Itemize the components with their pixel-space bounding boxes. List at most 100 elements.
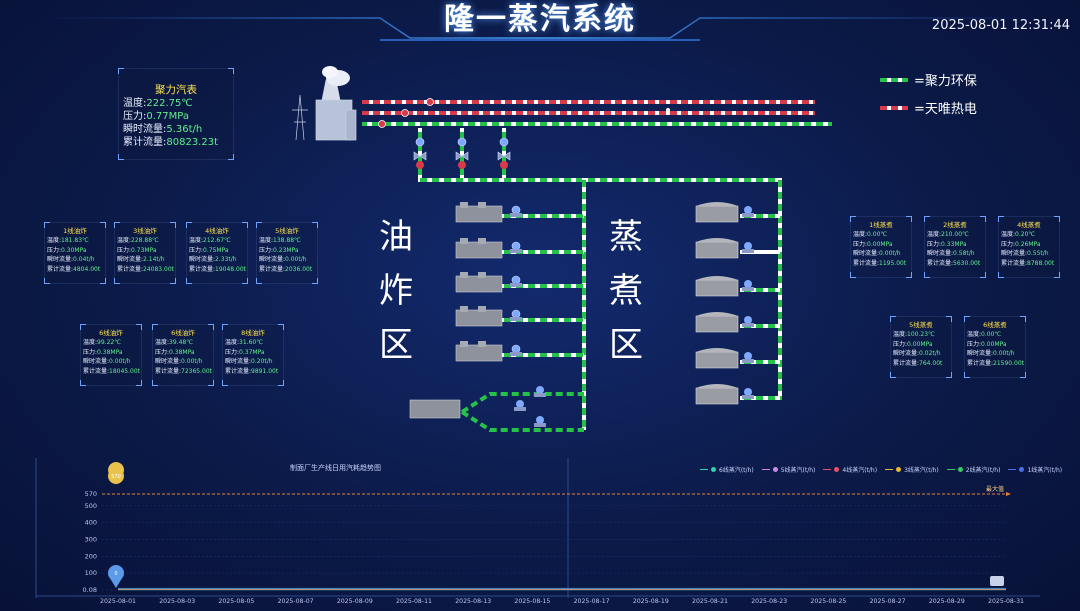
x-tick-label: 2025-08-23 (751, 598, 787, 605)
meter-flow-value: 0.00t/h (879, 250, 901, 257)
legend-dot-icon (772, 467, 778, 472)
steamer-machine-icon (695, 238, 739, 259)
meter-title: 1线蒸煮 (869, 221, 893, 229)
meter-temp-value: 210.00℃ (941, 231, 969, 238)
meter-flow-value: 0.20t/h (251, 358, 273, 365)
y-tick-label: 400 (85, 519, 97, 527)
x-tick-label: 2025-08-13 (455, 598, 491, 605)
temp-label: 温度: (927, 231, 942, 238)
juli-pipes (362, 122, 832, 430)
meter-flow-value: 2.33t/h (215, 256, 237, 263)
pressure-label: 压力: (47, 246, 62, 254)
temp-label: 温度: (117, 237, 132, 244)
meter-total-value: 9891.00t (251, 367, 279, 375)
legend-series-label: 2线蒸汽(t/h) (965, 467, 1001, 474)
x-tick-label: 2025-08-07 (278, 598, 314, 605)
temp-label: 温度: (893, 331, 908, 338)
temp-label: 温度: (225, 339, 240, 346)
pressure-label: 压力: (117, 246, 132, 254)
y-tick-label: 570 (85, 490, 97, 498)
meter-title: 1线油炸 (63, 227, 87, 235)
steamer-machine-icon (695, 312, 739, 333)
legend-series-label: 1线蒸汽(t/h) (1027, 467, 1063, 474)
meter-pressure-value: 0.00MPa (867, 240, 893, 248)
meter-temp-value: 181.83℃ (61, 237, 89, 244)
temp-label: 温度: (259, 237, 274, 244)
meter-pressure-value: 0.00MPa (981, 340, 1007, 348)
meter-pressure-value: 0.30MPa (61, 246, 87, 254)
chart-legend-item[interactable]: 4线蒸汽(t/h) (823, 465, 877, 474)
meter-temp-value: 0.00℃ (981, 331, 1002, 338)
main-flow-value: 5.36t/h (166, 124, 203, 135)
total-label: 累计流量: (967, 359, 994, 367)
y-tick-label: 500 (85, 502, 97, 510)
pressure-label: 压力: (259, 246, 274, 254)
legend-series-label: 5线蒸汽(t/h) (780, 467, 816, 474)
legend-series-label: 4线蒸汽(t/h) (842, 467, 878, 474)
meter-flow-value: 0.58t/h (953, 250, 975, 257)
legend-series-label: 3线蒸汽(t/h) (904, 467, 939, 474)
tianwei-pipes (362, 100, 815, 115)
legend-label-juli: =聚力环保 (914, 74, 977, 89)
main-meter-panel[interactable]: 聚力汽表 温度:222.75℃ 压力:0.77MPa 瞬时流量:5.36t/h … (118, 68, 234, 160)
meter-total-value: 1195.00t (879, 259, 907, 267)
legend-swatch-red (880, 105, 908, 110)
fryer-machine-icon (455, 202, 503, 223)
legend-dot-icon (834, 467, 840, 472)
meter-title: 2线蒸煮 (943, 221, 967, 229)
flow-meter-icon (510, 275, 522, 287)
temp-label: 温度: (83, 339, 98, 346)
pressure-label: 压力: (155, 348, 170, 356)
meter-pressure-value: 0.73MPa (131, 246, 157, 254)
x-tick-label: 2025-08-01 (100, 598, 136, 605)
legend-tianwei: =天唯热电 (880, 98, 977, 117)
flow-meter-icon (510, 205, 522, 217)
meter-flow-value: 0.04t/h (73, 256, 95, 263)
pressure-label: 压力: (123, 111, 147, 122)
chart-legend-item[interactable]: 1线蒸汽(t/h) (1008, 465, 1062, 474)
flow-label: 瞬时流量: (927, 250, 954, 257)
chart-legend-item[interactable]: 3线蒸汽(t/h) (885, 465, 939, 474)
total-label: 累计流量: (155, 367, 182, 375)
total-label: 累计流量: (927, 259, 954, 267)
meter-title: 4线蒸煮 (1017, 221, 1041, 229)
min-pin-icon[interactable]: 0 (108, 565, 124, 588)
legend-dot-icon (896, 467, 902, 472)
legend-series-label: 6线蒸汽(t/h) (719, 467, 754, 474)
steamer-machine-icon (695, 202, 739, 223)
meter-total-value: 764.00t (919, 359, 943, 367)
pipe-diagram (292, 66, 832, 432)
chart-legend[interactable]: 6线蒸汽(t/h) 5线蒸汽(t/h) 4线蒸汽(t/h) 3线蒸汽(t/h) 2线蒸汽… (700, 465, 1062, 474)
total-label: 累计流量: (189, 265, 216, 273)
meter-total-value: 18045.00t (109, 367, 141, 375)
meter-title: 3线油炸 (133, 227, 157, 235)
chart-legend-item[interactable]: 2线蒸汽(t/h) (946, 465, 1001, 474)
flow-meter-icon (514, 400, 526, 411)
pressure-label: 压力: (893, 340, 908, 348)
pressure-label: 压力: (189, 246, 204, 254)
meter-title: 6线蒸煮 (983, 321, 1007, 329)
max-pin-icon[interactable]: 570 (108, 462, 125, 490)
temp-label: 温度: (967, 331, 982, 338)
meter-pressure-value: 0.75MPa (203, 246, 229, 254)
page-title: 隆一蒸汽系统 (444, 2, 636, 37)
chart-legend-item[interactable]: 5线蒸汽(t/h) (761, 465, 816, 474)
chart-legend-item[interactable]: 6线蒸汽(t/h) (700, 465, 754, 474)
y-tick-label: 100 (85, 569, 97, 577)
end-pin-icon[interactable] (990, 576, 1004, 586)
x-tick-label: 2025-08-15 (514, 598, 550, 605)
x-tick-label: 2025-08-17 (574, 598, 610, 605)
